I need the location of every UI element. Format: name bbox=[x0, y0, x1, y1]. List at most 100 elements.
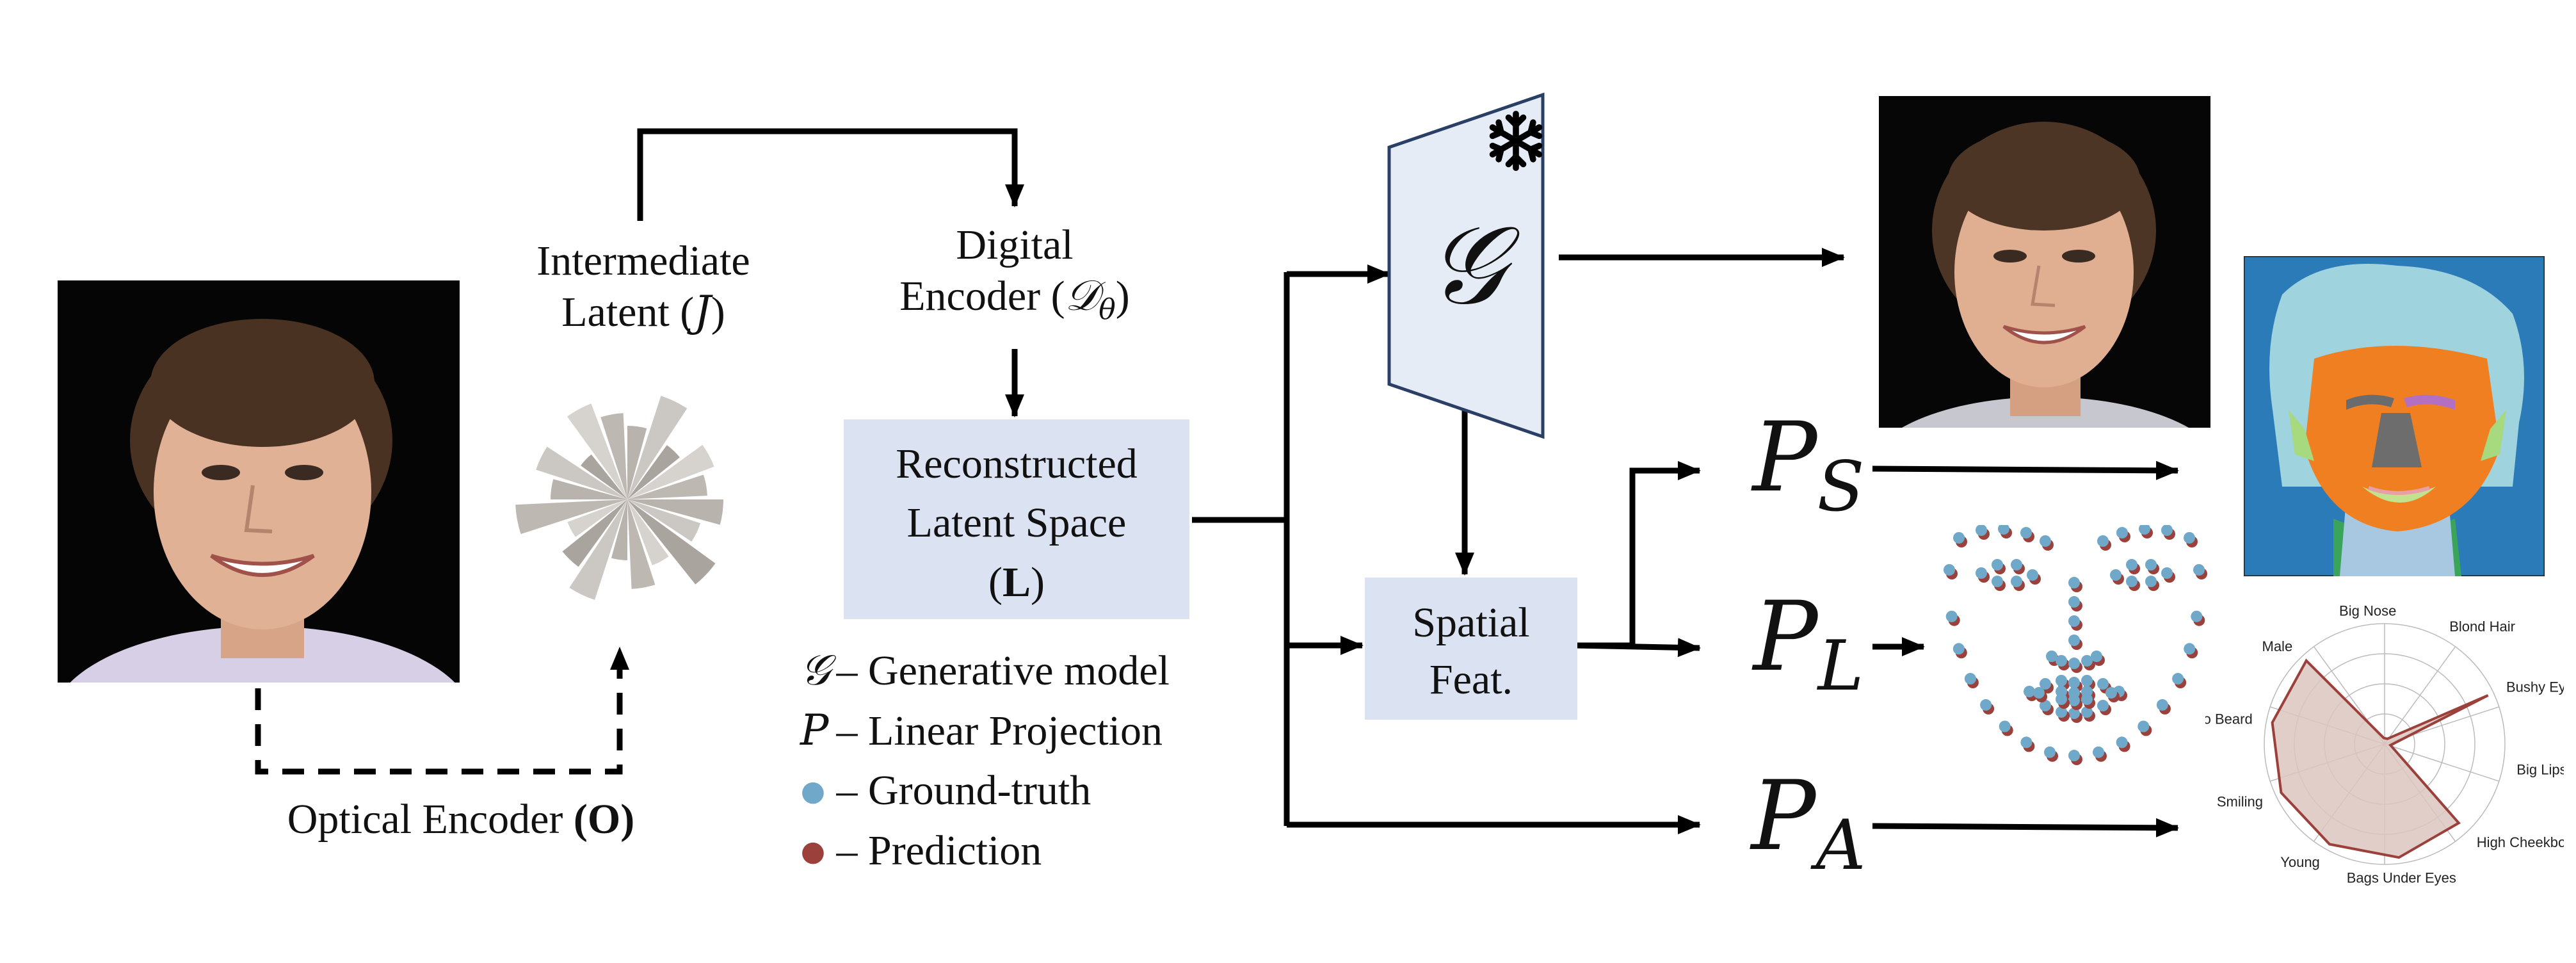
legend-text: – Ground-truth bbox=[826, 767, 1091, 814]
landmark-ground-truth-dot bbox=[2020, 736, 2033, 749]
landmark-ground-truth-dot bbox=[2097, 678, 2109, 690]
digital-encoder-line2: Encoder (𝒟θ) bbox=[858, 270, 1171, 327]
generated-face-illustration bbox=[1879, 96, 2210, 428]
landmark-ground-truth-dot bbox=[2110, 569, 2121, 581]
landmark-ground-truth-dot bbox=[2184, 643, 2196, 655]
landmark-ground-truth-dot bbox=[2116, 736, 2128, 749]
digital-encoder-close: ) bbox=[1115, 273, 1130, 320]
landmark-ground-truth-dot bbox=[1953, 532, 1965, 544]
arrow-spatial-to-ps bbox=[1574, 461, 1701, 649]
pl-head: PL bbox=[1738, 589, 1879, 701]
generated-face-photo bbox=[1879, 96, 2210, 428]
rose-wedge bbox=[627, 499, 669, 565]
landmark-ground-truth-dot bbox=[2011, 576, 2022, 587]
landmark-ground-truth-dot bbox=[2024, 686, 2035, 697]
landmark-ground-truth-dot bbox=[2081, 706, 2093, 718]
landmark-ground-truth-dot bbox=[2068, 677, 2080, 688]
recon-line3: (L) bbox=[844, 553, 1189, 612]
digital-encoder-line1: Digital bbox=[956, 222, 1074, 268]
landmark-ground-truth-dot bbox=[2081, 675, 2093, 686]
digital-encoder-text: Encoder ( bbox=[899, 273, 1065, 320]
pl-sub: L bbox=[1817, 626, 1864, 706]
rose-wedge bbox=[581, 454, 627, 499]
input-face-photo bbox=[58, 280, 460, 683]
landmark-ground-truth-dot bbox=[1945, 610, 1958, 622]
landmark-ground-truth-dot bbox=[1999, 720, 2011, 732]
radar-profile bbox=[2271, 658, 2489, 859]
rose-wedge bbox=[627, 445, 680, 499]
generator-trapezoid bbox=[1387, 92, 1545, 439]
rose-wedge bbox=[627, 499, 656, 589]
landmark-ground-truth-dot bbox=[2011, 559, 2022, 571]
intermediate-latent-line1: Intermediate bbox=[536, 238, 750, 284]
landmark-ground-truth-dot bbox=[1980, 699, 1992, 711]
reconstructed-latent-box: Reconstructed Latent Space (L) bbox=[844, 419, 1189, 619]
arrow-optical-encoder bbox=[255, 647, 629, 775]
spatial-feat-label: Spatial Feat. bbox=[1365, 594, 1577, 708]
spatial-feat-box: Spatial Feat. bbox=[1365, 578, 1577, 720]
rose-wedge bbox=[627, 426, 647, 499]
radar-axis-label: High Cheekbones bbox=[2477, 834, 2564, 850]
intermediate-latent-var: J bbox=[694, 287, 711, 337]
landmark-ground-truth-dot bbox=[2068, 577, 2080, 588]
arrow-spatial-to-pl bbox=[1573, 638, 1701, 658]
landmark-ground-truth-dot bbox=[1992, 559, 2003, 571]
landmark-ground-truth-dot bbox=[2068, 596, 2080, 608]
reconstructed-latent-label: Reconstructed Latent Space (L) bbox=[844, 435, 1189, 612]
legend-text: – Linear Projection bbox=[826, 708, 1163, 754]
landmark-ground-truth-dot bbox=[2161, 567, 2173, 579]
landmark-ground-truth-dot bbox=[2068, 695, 2080, 706]
legend-symbol: 𝒢 bbox=[800, 645, 830, 695]
landmark-ground-truth-dot bbox=[2161, 525, 2173, 536]
latent-rose-glyph bbox=[515, 396, 723, 600]
landmark-ground-truth-dot bbox=[1976, 567, 1987, 579]
rose-wedge bbox=[567, 499, 627, 537]
radar-axis-label: Big Lips bbox=[2516, 761, 2564, 777]
landmark-ground-truth-dot bbox=[2068, 615, 2080, 627]
landmark-ground-truth-dot bbox=[2044, 746, 2056, 758]
pa-main: P bbox=[1751, 761, 1816, 872]
rose-wedge bbox=[611, 499, 627, 560]
landmark-ground-truth-dot bbox=[2105, 687, 2117, 699]
rose-wedge bbox=[562, 499, 627, 567]
landmark-ground-truth-dot bbox=[2068, 750, 2080, 761]
landmark-ground-truth-dot bbox=[2027, 569, 2038, 581]
rose-wedge bbox=[536, 446, 627, 499]
landmark-ground-truth-dot bbox=[1944, 564, 1955, 576]
radar-axis-label: Big Nose bbox=[2339, 603, 2396, 619]
radar-axis-label: Bags Under Eyes bbox=[2347, 870, 2456, 886]
landmark-ground-truth-dot bbox=[2068, 635, 2080, 646]
recon-line3-bold: L bbox=[1002, 558, 1031, 606]
generator-symbol: 𝒢 bbox=[1427, 202, 1505, 329]
rose-wedge bbox=[567, 403, 627, 499]
landmark-ground-truth-dot bbox=[1998, 525, 2009, 535]
rose-wedge bbox=[627, 396, 688, 499]
recon-line3-open: ( bbox=[988, 558, 1002, 606]
radar-axis-label: Bushy Eyebrows bbox=[2506, 679, 2564, 695]
landmark-ground-truth-dot bbox=[2068, 708, 2080, 719]
landmark-ground-truth-dot bbox=[2081, 655, 2093, 667]
landmark-ground-truth-dot bbox=[2145, 559, 2157, 571]
landmark-ground-truth-dot bbox=[2040, 678, 2051, 690]
rose-wedge bbox=[551, 479, 627, 499]
landmark-ground-truth-dot bbox=[2056, 693, 2067, 705]
legend-text: – Prediction bbox=[826, 827, 1042, 874]
ps-sub: S bbox=[1817, 447, 1865, 527]
intermediate-latent-line2: Latent (J) bbox=[493, 286, 794, 337]
landmark-ground-truth-dot bbox=[2191, 610, 2203, 622]
pl-main: P bbox=[1753, 581, 1818, 693]
radar-axis-label: Young bbox=[2280, 854, 2320, 870]
radar-axis-label: Male bbox=[2262, 638, 2293, 654]
arrow-ps-to-seg bbox=[1872, 460, 2179, 480]
arrow-pa-to-radar bbox=[1872, 818, 2179, 838]
input-face-illustration bbox=[58, 280, 460, 683]
rose-wedge bbox=[627, 499, 723, 525]
digital-encoder-sub: θ bbox=[1099, 293, 1116, 327]
landmark-ground-truth-dot bbox=[2097, 535, 2109, 547]
rose-wedge bbox=[627, 474, 707, 499]
landmark-ground-truth-dot bbox=[2193, 564, 2205, 576]
intermediate-latent-label: Intermediate Latent (J) bbox=[493, 236, 794, 337]
landmark-ground-truth-dot bbox=[2172, 673, 2184, 684]
